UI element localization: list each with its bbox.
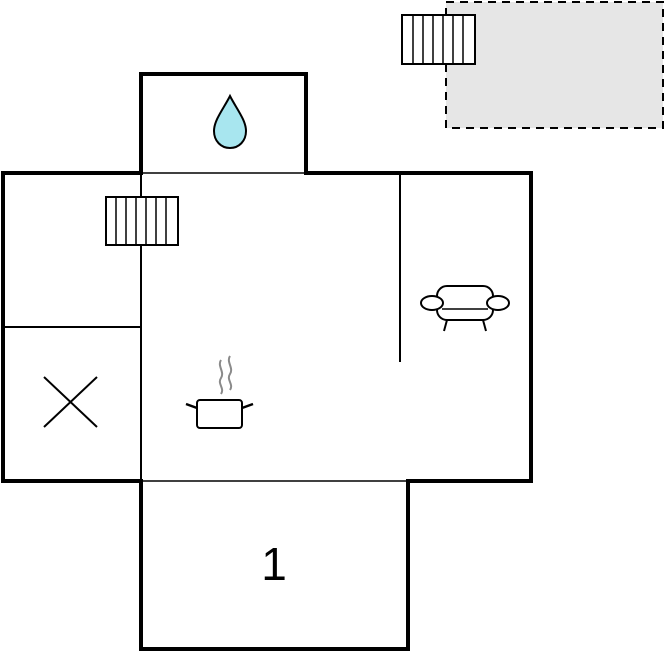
sofa-icon	[420, 285, 510, 332]
stairs-icon	[105, 196, 179, 246]
cross-icon	[43, 376, 98, 428]
cooking-pot-icon	[185, 355, 254, 429]
terrace-area	[445, 1, 664, 129]
outdoor-stairs-icon	[401, 14, 476, 65]
water-drop-icon	[212, 93, 248, 150]
bedroom-label: 1	[261, 538, 287, 590]
bedroom	[139, 479, 410, 651]
